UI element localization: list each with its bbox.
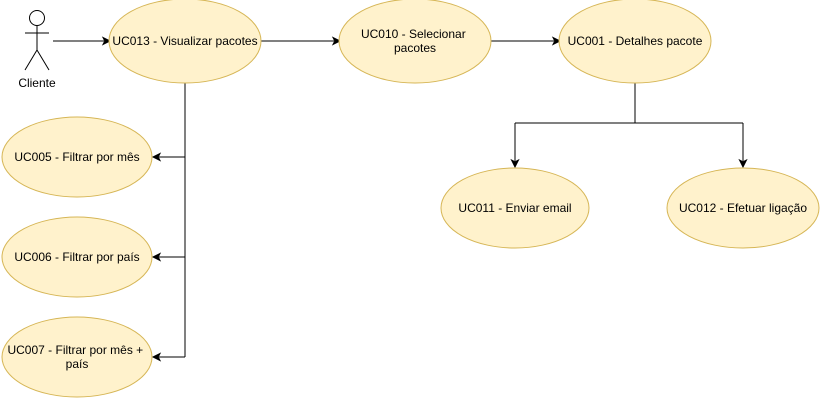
- use-case-label-line: país: [66, 357, 89, 371]
- use-case-label-line: UC012 - Efetuar ligação: [679, 201, 807, 215]
- use-case-label: UC005 - Filtrar por mês: [14, 150, 139, 164]
- use-case-uc005[interactable]: UC005 - Filtrar por mês: [1, 116, 153, 198]
- edge-uc001-uc011: [510, 123, 520, 169]
- use-case-ellipse: [1, 116, 153, 198]
- use-case-ellipse: [666, 167, 820, 249]
- use-case-ellipse: [338, 0, 492, 84]
- use-case-label: UC001 - Detalhes pacote: [568, 34, 703, 48]
- edge-uc013-uc007: [151, 352, 185, 362]
- use-case-label-line: UC010 - Selecionar: [361, 27, 466, 41]
- use-case-label-line: UC005 - Filtrar por mês: [14, 150, 139, 164]
- actor-label: Cliente: [18, 76, 56, 90]
- use-case-ellipse: [1, 216, 153, 298]
- actor-body: [24, 25, 50, 71]
- use-case-uc007[interactable]: UC007 - Filtrar por mês + país: [1, 316, 153, 398]
- use-case-label-line: UC013 - Visualizar pacotes: [112, 34, 257, 48]
- use-case-uc012[interactable]: UC012 - Efetuar ligação: [666, 167, 820, 249]
- use-case-label: UC012 - Efetuar ligação: [679, 201, 807, 215]
- use-case-label: UC010 - Selecionar pacotes: [361, 27, 469, 55]
- use-case-uc011[interactable]: UC011 - Enviar email: [440, 167, 590, 249]
- use-case-uc013[interactable]: UC013 - Visualizar pacotes: [108, 0, 262, 84]
- use-case-label: UC007 - Filtrar por mês + país: [7, 343, 146, 371]
- use-case-label-line: pacotes: [394, 41, 436, 55]
- use-case-uc006[interactable]: UC006 - Filtrar por país: [1, 216, 153, 298]
- use-case-label-line: UC011 - Enviar email: [458, 201, 571, 215]
- use-case-label-line: UC001 - Detalhes pacote: [568, 34, 703, 48]
- use-case-label: UC013 - Visualizar pacotes: [112, 34, 257, 48]
- use-case-label-line: UC006 - Filtrar por país: [14, 250, 139, 264]
- actor-cliente[interactable]: Cliente: [18, 10, 56, 91]
- edge-uc013-uc005: [151, 152, 185, 162]
- edges: [53, 36, 748, 362]
- use-case-label: UC011 - Enviar email: [458, 201, 571, 215]
- use-case-label: UC006 - Filtrar por país: [14, 250, 139, 264]
- edge-uc013-uc006: [151, 252, 185, 262]
- edge-uc013-uc010: [260, 36, 342, 46]
- use-case-ellipse: [558, 0, 712, 84]
- use-case-uc010[interactable]: UC010 - Selecionar pacotes: [338, 0, 492, 84]
- use-case-uc001[interactable]: UC001 - Detalhes pacote: [558, 0, 712, 84]
- use-case-ellipse: [108, 0, 262, 84]
- edge-uc010-uc001: [490, 36, 562, 46]
- use-case-ellipse: [1, 316, 153, 398]
- edge-actor-uc013: [53, 36, 112, 46]
- use-case-ellipse: [440, 167, 590, 249]
- edge-uc001-trunk: [515, 83, 743, 124]
- edge-uc001-uc012: [738, 123, 748, 169]
- use-case-label-line: UC007 - Filtrar por mês +: [7, 343, 143, 357]
- actor-head: [29, 10, 45, 26]
